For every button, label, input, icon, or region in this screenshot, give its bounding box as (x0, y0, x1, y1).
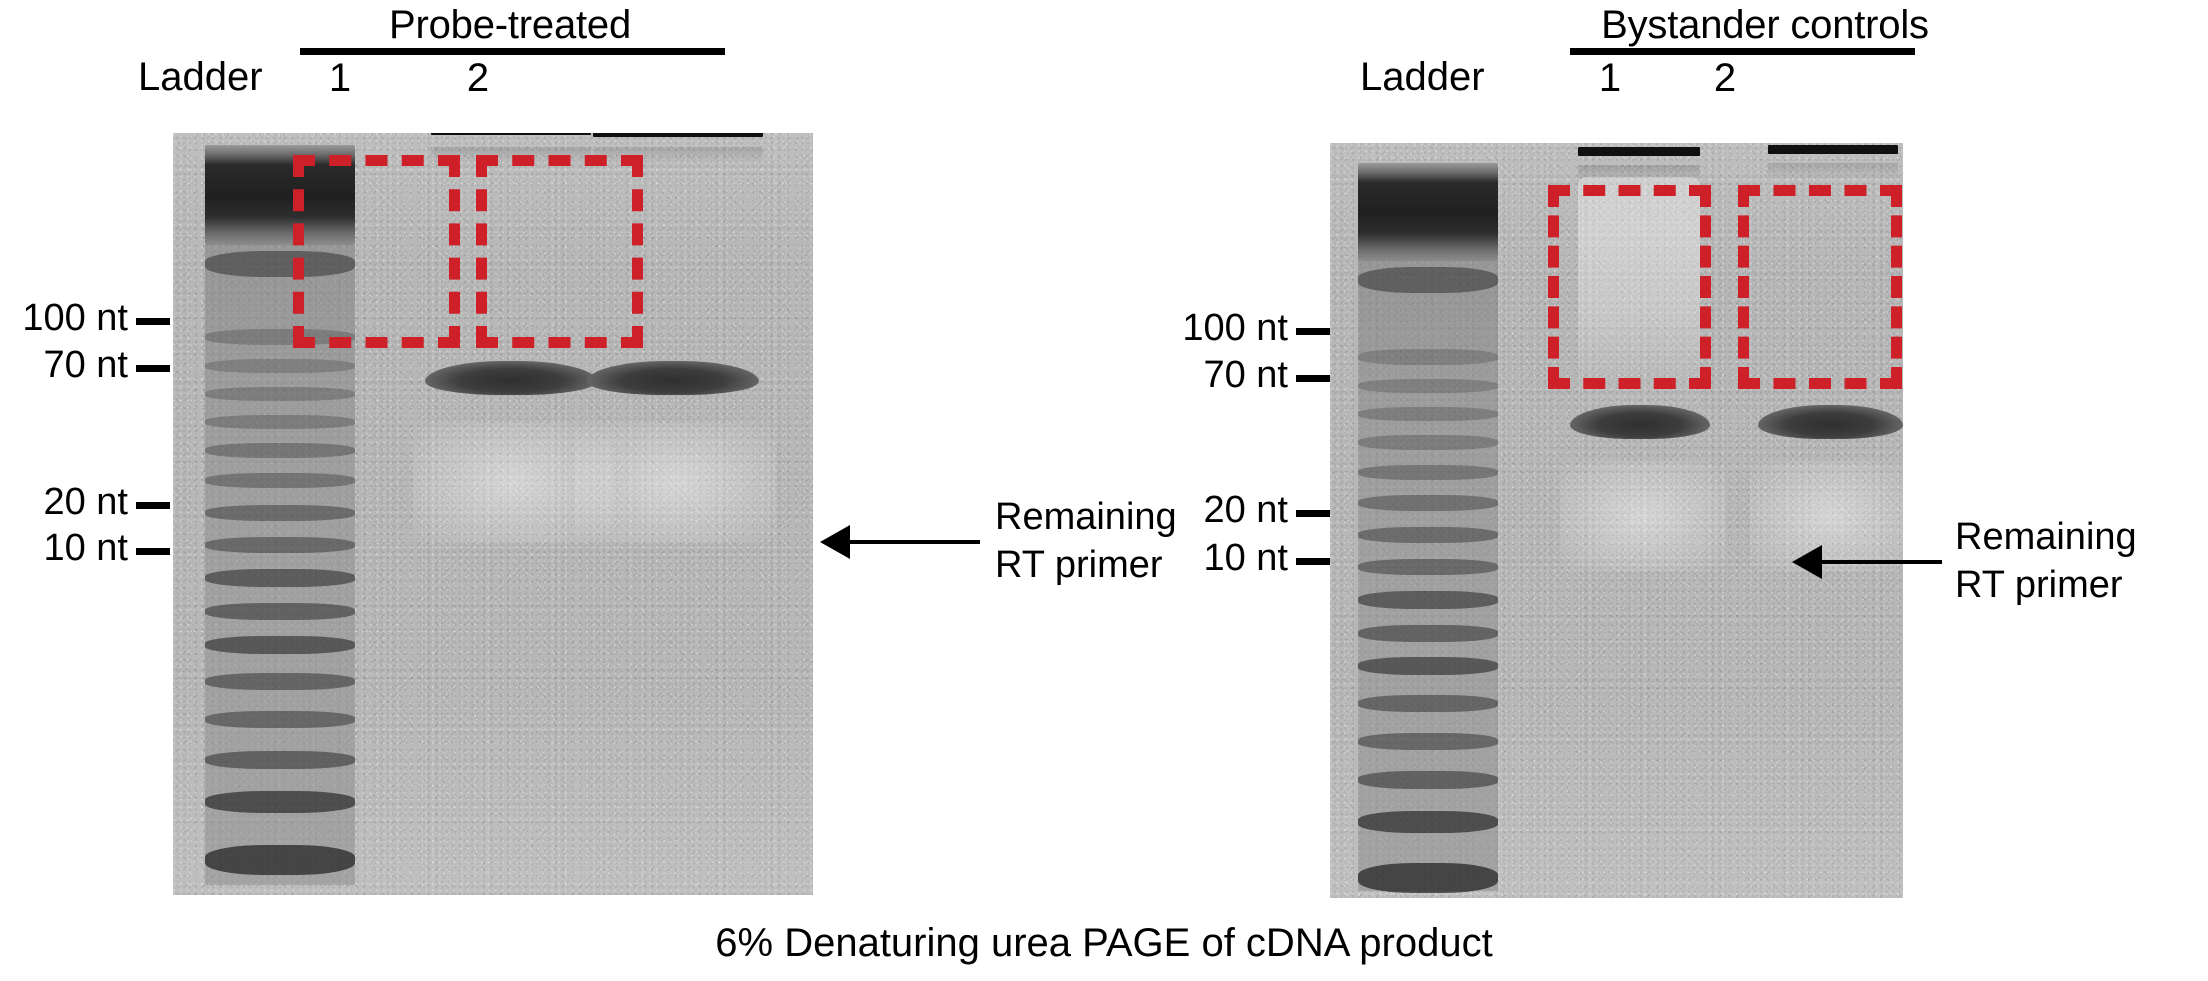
ladder-band (205, 751, 355, 769)
annotation-arrowshaft-right (1822, 560, 1942, 564)
annotation-line2-left: RT primer (995, 544, 1163, 586)
annotation-arrowshaft-left (850, 540, 980, 544)
lane-well-1-right (1578, 147, 1700, 156)
lane-well-shadow-2-right (1768, 163, 1898, 179)
marker-tick-100nt-left (136, 318, 170, 325)
marker-label-10nt-right: 10 nt (1203, 537, 1288, 579)
ladder-well-right (1358, 163, 1498, 261)
ladder-band (205, 505, 355, 521)
marker-tick-20nt-right (1296, 510, 1330, 517)
annotation-line1-left: Remaining (995, 496, 1177, 538)
ladder-lane-right (1358, 143, 1498, 898)
ladder-band (1358, 435, 1498, 450)
ladder-band (205, 387, 355, 401)
ladder-band-20nt (205, 791, 355, 813)
lane-label-ladder-right: Ladder (1360, 55, 1485, 99)
lane-diffuse-glow-2-right (1750, 461, 1903, 571)
marker-label-100nt-right: 100 nt (1182, 307, 1288, 349)
ladder-band (205, 603, 355, 620)
marker-tick-20nt-left (136, 502, 170, 509)
gel-image-right (1330, 143, 1903, 898)
group-underline-probe-treated (300, 48, 725, 55)
marker-tick-10nt-left (136, 548, 170, 555)
ladder-band (205, 711, 355, 728)
lane-well-2-left (593, 133, 763, 137)
ladder-band (205, 673, 355, 690)
primer-band-lane-2-left (587, 361, 759, 395)
marker-label-10nt-left: 10 nt (43, 527, 128, 569)
lane-diffuse-glow-2-left (575, 423, 775, 543)
ladder-band (205, 537, 355, 553)
annotation-arrowhead-left (820, 525, 850, 559)
panel-probe-treated: Probe-treated Ladder 1 2 (22, 3, 1177, 895)
ladder-band (1358, 527, 1498, 543)
ladder-band (205, 359, 355, 373)
annotation-arrowhead-right (1792, 545, 1822, 579)
primer-band-lane-1-left (425, 361, 597, 395)
ladder-band-10nt (1358, 863, 1498, 893)
roi-box-lane-1-right (1548, 185, 1711, 389)
lane-diffuse-glow-1-right (1560, 461, 1726, 571)
lane-label-2-left: 2 (466, 56, 490, 100)
lane-label-1-left: 1 (328, 56, 352, 100)
lane-label-ladder-left: Ladder (138, 55, 263, 99)
ladder-band (1358, 495, 1498, 511)
marker-tick-100nt-right (1296, 328, 1330, 335)
ladder-band (1358, 407, 1498, 421)
panel-bystander-controls: Bystander controls Ladder 1 2 (1160, 0, 2208, 981)
ladder-band-70nt (1358, 657, 1498, 675)
ladder-band (205, 251, 355, 277)
ladder-band (1358, 465, 1498, 480)
group-underline-bystander-controls (1570, 48, 1915, 55)
ladder-band (205, 415, 355, 429)
lane-well-2-right (1768, 145, 1898, 154)
group-title-bystander-controls: Bystander controls (1601, 3, 1929, 47)
marker-label-70nt-right: 70 nt (1203, 354, 1288, 396)
marker-tick-70nt-right (1296, 375, 1330, 382)
roi-box-lane-1-left (293, 155, 460, 348)
primer-band-lane-2-right (1758, 405, 1903, 439)
marker-label-20nt-right: 20 nt (1203, 489, 1288, 531)
ladder-band (1358, 733, 1498, 750)
ladder-band (1358, 771, 1498, 789)
ladder-band (1358, 695, 1498, 712)
ladder-body-right (1358, 261, 1498, 891)
lane-diffuse-glow-1-left (413, 423, 613, 543)
cdna-smear-lane-1-right (1578, 177, 1700, 417)
ladder-band (1358, 349, 1498, 365)
gel-image-left (173, 133, 813, 895)
ladder-body-left (205, 245, 355, 885)
ladder-band-100nt (205, 569, 355, 587)
ladder-band (205, 443, 355, 458)
marker-tick-70nt-left (136, 365, 170, 372)
ladder-band (1358, 559, 1498, 575)
annotation-line1-right: Remaining (1955, 516, 2137, 558)
lane-label-1-right: 1 (1598, 56, 1622, 100)
group-title-probe-treated: Probe-treated (389, 3, 631, 47)
roi-box-lane-2-right (1738, 185, 1902, 389)
marker-label-70nt-left: 70 nt (43, 344, 128, 386)
ladder-band (1358, 379, 1498, 393)
lane-well-shadow-1-right (1578, 165, 1700, 183)
lane-label-2-right: 2 (1713, 56, 1737, 100)
annotation-line2-right: RT primer (1955, 564, 2123, 606)
figure-caption: 6% Denaturing urea PAGE of cDNA product (715, 921, 1493, 965)
primer-band-lane-1-right (1570, 405, 1710, 439)
ladder-band-20nt (1358, 811, 1498, 833)
ladder-band-70nt (205, 636, 355, 654)
ladder-band (1358, 267, 1498, 293)
marker-label-20nt-left: 20 nt (43, 481, 128, 523)
ladder-band (1358, 625, 1498, 642)
ladder-band-100nt (1358, 591, 1498, 609)
marker-tick-10nt-right (1296, 558, 1330, 565)
marker-label-100nt-left: 100 nt (22, 297, 128, 339)
ladder-band (205, 473, 355, 488)
ladder-band-10nt (205, 845, 355, 875)
roi-box-lane-2-left (476, 155, 643, 348)
lane-well-1-left (431, 133, 591, 135)
